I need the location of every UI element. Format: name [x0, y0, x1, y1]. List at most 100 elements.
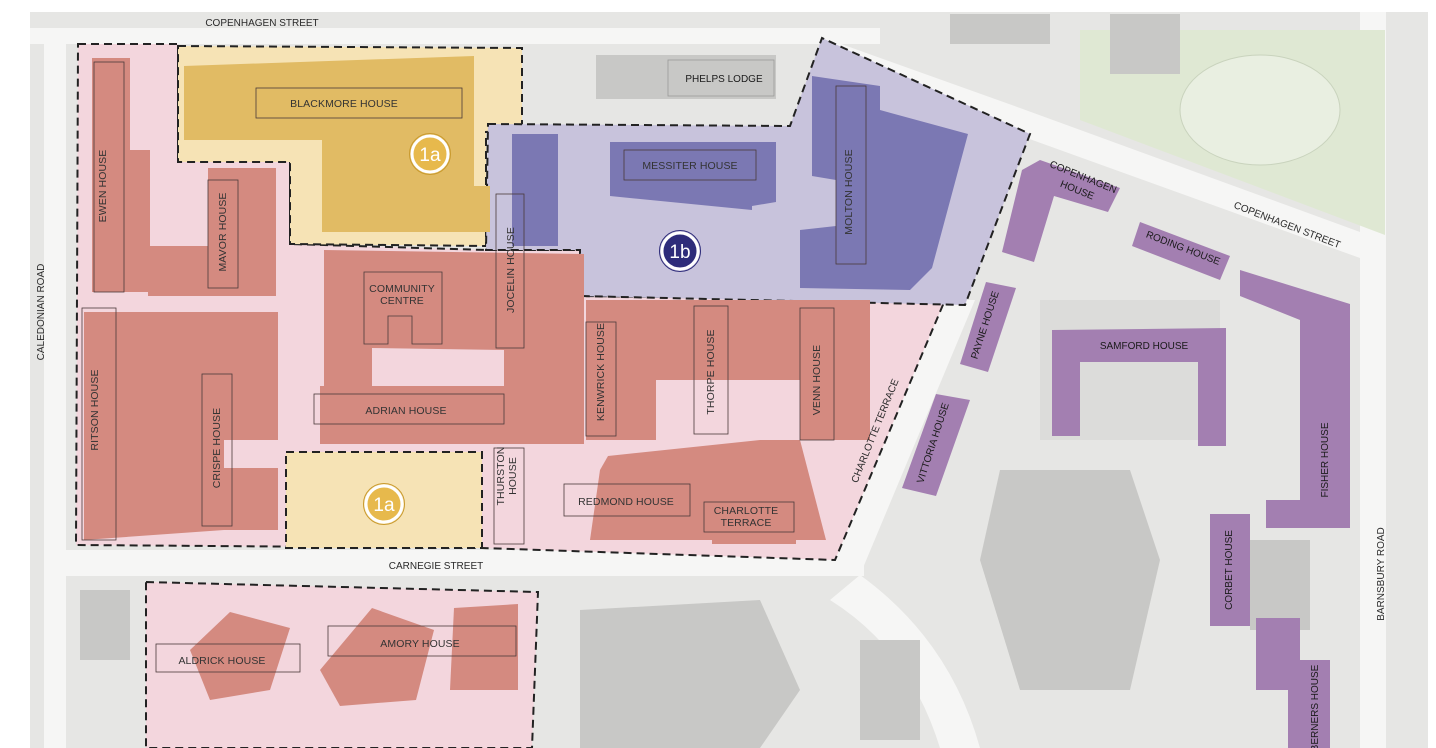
frame-jocelin — [495, 193, 525, 349]
building-adrian — [320, 386, 584, 444]
label-fisher-house: FISHER HOUSE — [1320, 422, 1331, 497]
frame-thurston — [493, 447, 525, 545]
building-ritson — [84, 312, 278, 540]
building-samford — [1052, 328, 1226, 446]
phase-badge-1b: 1b — [659, 230, 701, 272]
badge-circle — [364, 484, 404, 524]
street-label-caledonian: CALEDONIAN ROAD — [36, 264, 47, 361]
phase-1a-buildings — [184, 56, 490, 232]
label-charlotte-terrace-line1: CHARLOTTE — [714, 505, 779, 517]
frame-aldrick — [155, 643, 301, 673]
street-label-copenhagen-north: COPENHAGEN STREET — [205, 18, 318, 29]
badge-circle — [660, 231, 700, 271]
context-building — [950, 14, 1050, 44]
frame-messiter — [623, 149, 757, 181]
road-charlotte-terrace — [820, 300, 975, 575]
park-lawn — [1179, 54, 1341, 166]
building-venn — [800, 300, 870, 440]
label-community-centre-line2: CENTRE — [380, 295, 424, 307]
label-samford-house: SAMFORD HOUSE — [1100, 341, 1189, 352]
frame-community-centre — [363, 271, 443, 345]
label-thurston-house-line1: THURSTON — [495, 447, 507, 506]
building-jocelin-north — [512, 134, 558, 246]
label-charlotte-terrace-line2: TERRACE — [721, 517, 772, 529]
frame-venn — [799, 307, 835, 441]
building-fisher — [1240, 270, 1350, 528]
label-amory-house: AMORY HOUSE — [380, 638, 459, 650]
context-building — [1110, 14, 1180, 74]
frame-ritson — [81, 307, 117, 541]
road-caledonian — [44, 28, 66, 748]
label-thorpe-house: THORPE HOUSE — [705, 329, 717, 414]
building-blackmore — [184, 56, 490, 232]
phase-1b-buildings — [512, 76, 968, 290]
label-thurston-house-line2: HOUSE — [507, 457, 519, 495]
badge-label: 1a — [373, 495, 395, 516]
building-community-centre — [324, 250, 584, 392]
frame-molton — [835, 85, 867, 265]
street-label-carnegie: CARNEGIE STREET — [389, 561, 483, 572]
building-payne — [960, 282, 1016, 372]
building-molton — [800, 76, 968, 290]
context-buildings — [80, 14, 1310, 748]
label-mavor-house: MAVOR HOUSE — [217, 192, 229, 271]
frame-amory — [327, 625, 517, 657]
phase-badge-1a-north: 1a — [409, 133, 451, 175]
frame-adrian — [313, 393, 505, 425]
frame-redmond — [563, 483, 691, 517]
label-venn-house: VENN HOUSE — [811, 345, 823, 415]
context-building — [1250, 540, 1310, 630]
context-building — [80, 590, 130, 660]
building-crispe — [172, 468, 278, 530]
building-roding — [1132, 222, 1230, 280]
label-berners-house: BERNERS HOUSE — [1310, 664, 1321, 748]
building-copenhagen-house — [1002, 160, 1120, 262]
label-phelps-lodge: PHELPS LODGE — [685, 74, 763, 85]
label-ewen-house: EWEN HOUSE — [97, 150, 109, 223]
label-blackmore-house: BLACKMORE HOUSE — [290, 98, 398, 110]
badge-label: 1b — [669, 242, 690, 263]
label-redmond-house: REDMOND HOUSE — [578, 496, 674, 508]
building-charlotte-terrace — [712, 500, 796, 544]
frame-ewen — [93, 61, 125, 293]
badge-ring — [659, 230, 701, 272]
building-ewen — [92, 58, 150, 292]
road-copenhagen-north — [30, 28, 880, 44]
label-messiter-house: MESSITER HOUSE — [642, 160, 737, 172]
badge-label: 1a — [419, 145, 441, 166]
road-copenhagen-east — [820, 40, 1360, 258]
context-building — [860, 640, 920, 740]
label-crispe-house: CRISPE HOUSE — [211, 408, 223, 489]
frame-charlotte-terrace — [703, 501, 795, 533]
context-building — [980, 470, 1160, 690]
frame-mavor — [207, 179, 239, 289]
label-jocelin-house: JOCELIN HOUSE — [505, 227, 517, 313]
building-aldrick — [190, 612, 290, 700]
label-aldrick-house: ALDRICK HOUSE — [178, 655, 265, 667]
east-buildings — [902, 160, 1350, 748]
label-molton-house: MOLTON HOUSE — [843, 149, 855, 234]
badge-ring — [409, 133, 451, 175]
label-frames — [81, 59, 867, 673]
frame-kenwrick — [585, 321, 617, 437]
building-vittoria — [902, 394, 970, 496]
building-amory — [320, 608, 434, 706]
label-ritson-house: RITSON HOUSE — [89, 369, 101, 450]
phase-badge-1a-south: 1a — [363, 483, 405, 525]
building-berners — [1256, 618, 1330, 748]
frame-crispe — [201, 373, 233, 527]
badge-circle — [410, 134, 450, 174]
context-building — [596, 55, 776, 99]
label-kenwrick-house: KENWRICK HOUSE — [595, 323, 607, 421]
building-mavor — [148, 168, 276, 296]
building-amory-east — [450, 604, 518, 690]
building-messiter — [610, 142, 776, 210]
frame-phelps — [667, 59, 775, 97]
building-corbet — [1210, 514, 1250, 626]
badge-ring — [363, 483, 405, 525]
street-label-barnsbury: BARNSBURY ROAD — [1376, 527, 1387, 621]
label-community-centre-line1: COMMUNITY — [369, 283, 435, 295]
label-adrian-house: ADRIAN HOUSE — [365, 405, 446, 417]
label-corbet-house: CORBET HOUSE — [1224, 530, 1235, 610]
